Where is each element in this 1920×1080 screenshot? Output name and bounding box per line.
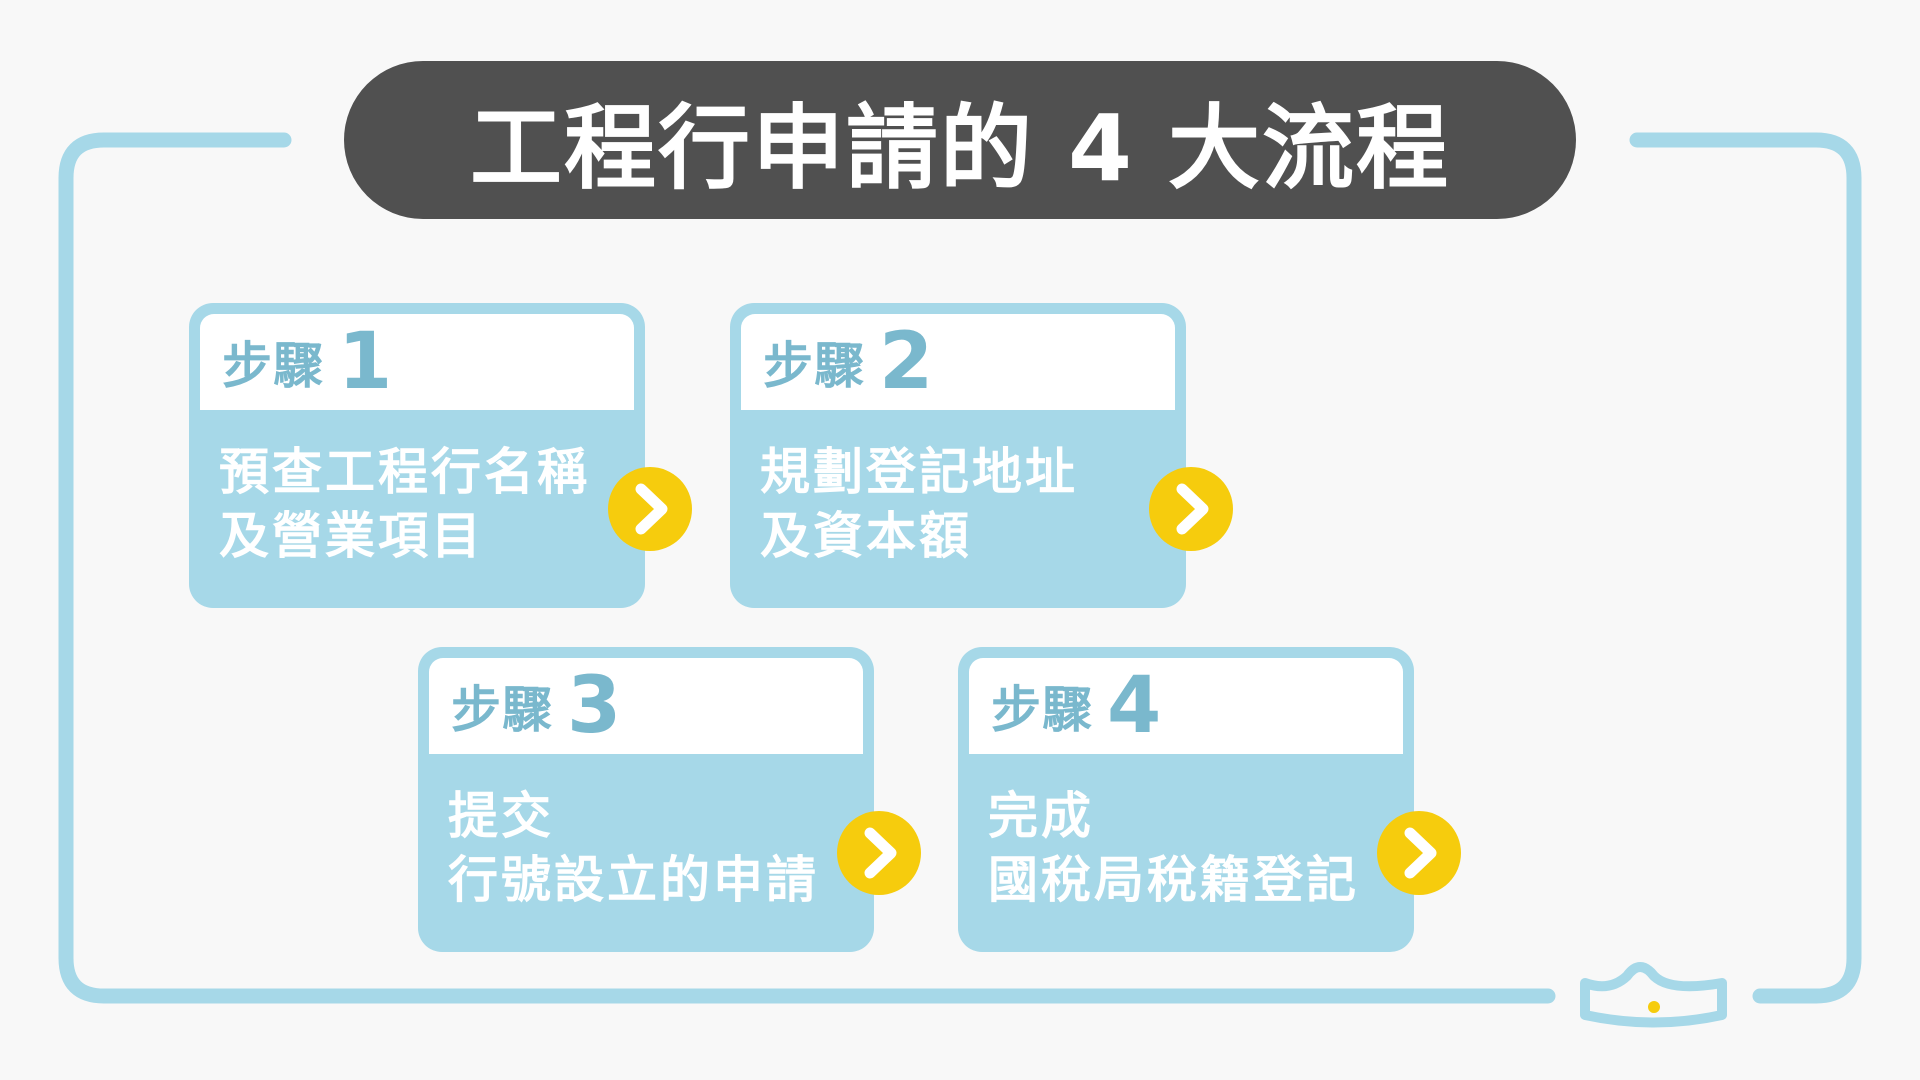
page-title: 工程行申請的 4 大流程	[469, 94, 1451, 202]
step-label: 步驟	[222, 337, 324, 395]
step-label: 步驟	[991, 681, 1093, 739]
step-description-line: 提交	[448, 787, 554, 845]
next-arrow-button[interactable]	[837, 811, 921, 895]
step-number: 2	[879, 317, 934, 407]
step-description-line: 行號設立的申請	[448, 851, 819, 909]
step-card-1: 步驟 1 預查工程行名稱 及營業項目	[189, 303, 645, 608]
chevron-right-icon	[1404, 827, 1437, 879]
next-arrow-button[interactable]	[608, 467, 692, 551]
step-description-line: 國稅局稅籍登記	[988, 851, 1359, 909]
step-description: 提交 行號設立的申請	[448, 784, 838, 912]
next-arrow-button[interactable]	[1377, 811, 1461, 895]
step-description: 預查工程行名稱 及營業項目	[219, 440, 609, 568]
step-description: 規劃登記地址 及資本額	[760, 440, 1150, 568]
step-description-line: 及資本額	[760, 507, 972, 565]
title-banner: 工程行申請的 4 大流程	[344, 61, 1576, 219]
chevron-right-icon	[1176, 483, 1209, 535]
step-number: 3	[567, 661, 622, 751]
step-number: 4	[1107, 661, 1162, 751]
step-label: 步驟	[451, 681, 553, 739]
step-description-line: 規劃登記地址	[760, 443, 1078, 501]
step-card-2: 步驟 2 規劃登記地址 及資本額	[730, 303, 1186, 608]
step-card-3: 步驟 3 提交 行號設立的申請	[418, 647, 874, 952]
step-description: 完成 國稅局稅籍登記	[988, 784, 1378, 912]
chevron-right-icon	[864, 827, 897, 879]
step-description-line: 預查工程行名稱	[219, 443, 590, 501]
step-label: 步驟	[763, 337, 865, 395]
step-card-header: 步驟 1	[200, 314, 634, 410]
chevron-right-icon	[635, 483, 668, 535]
next-arrow-button[interactable]	[1149, 467, 1233, 551]
step-card-4: 步驟 4 完成 國稅局稅籍登記	[958, 647, 1414, 952]
step-description-line: 及營業項目	[219, 507, 484, 565]
crown-icon	[1580, 962, 1727, 1028]
step-description-line: 完成	[988, 787, 1094, 845]
step-card-header: 步驟 3	[429, 658, 863, 754]
step-card-header: 步驟 4	[969, 658, 1403, 754]
step-number: 1	[338, 317, 393, 407]
step-card-header: 步驟 2	[741, 314, 1175, 410]
